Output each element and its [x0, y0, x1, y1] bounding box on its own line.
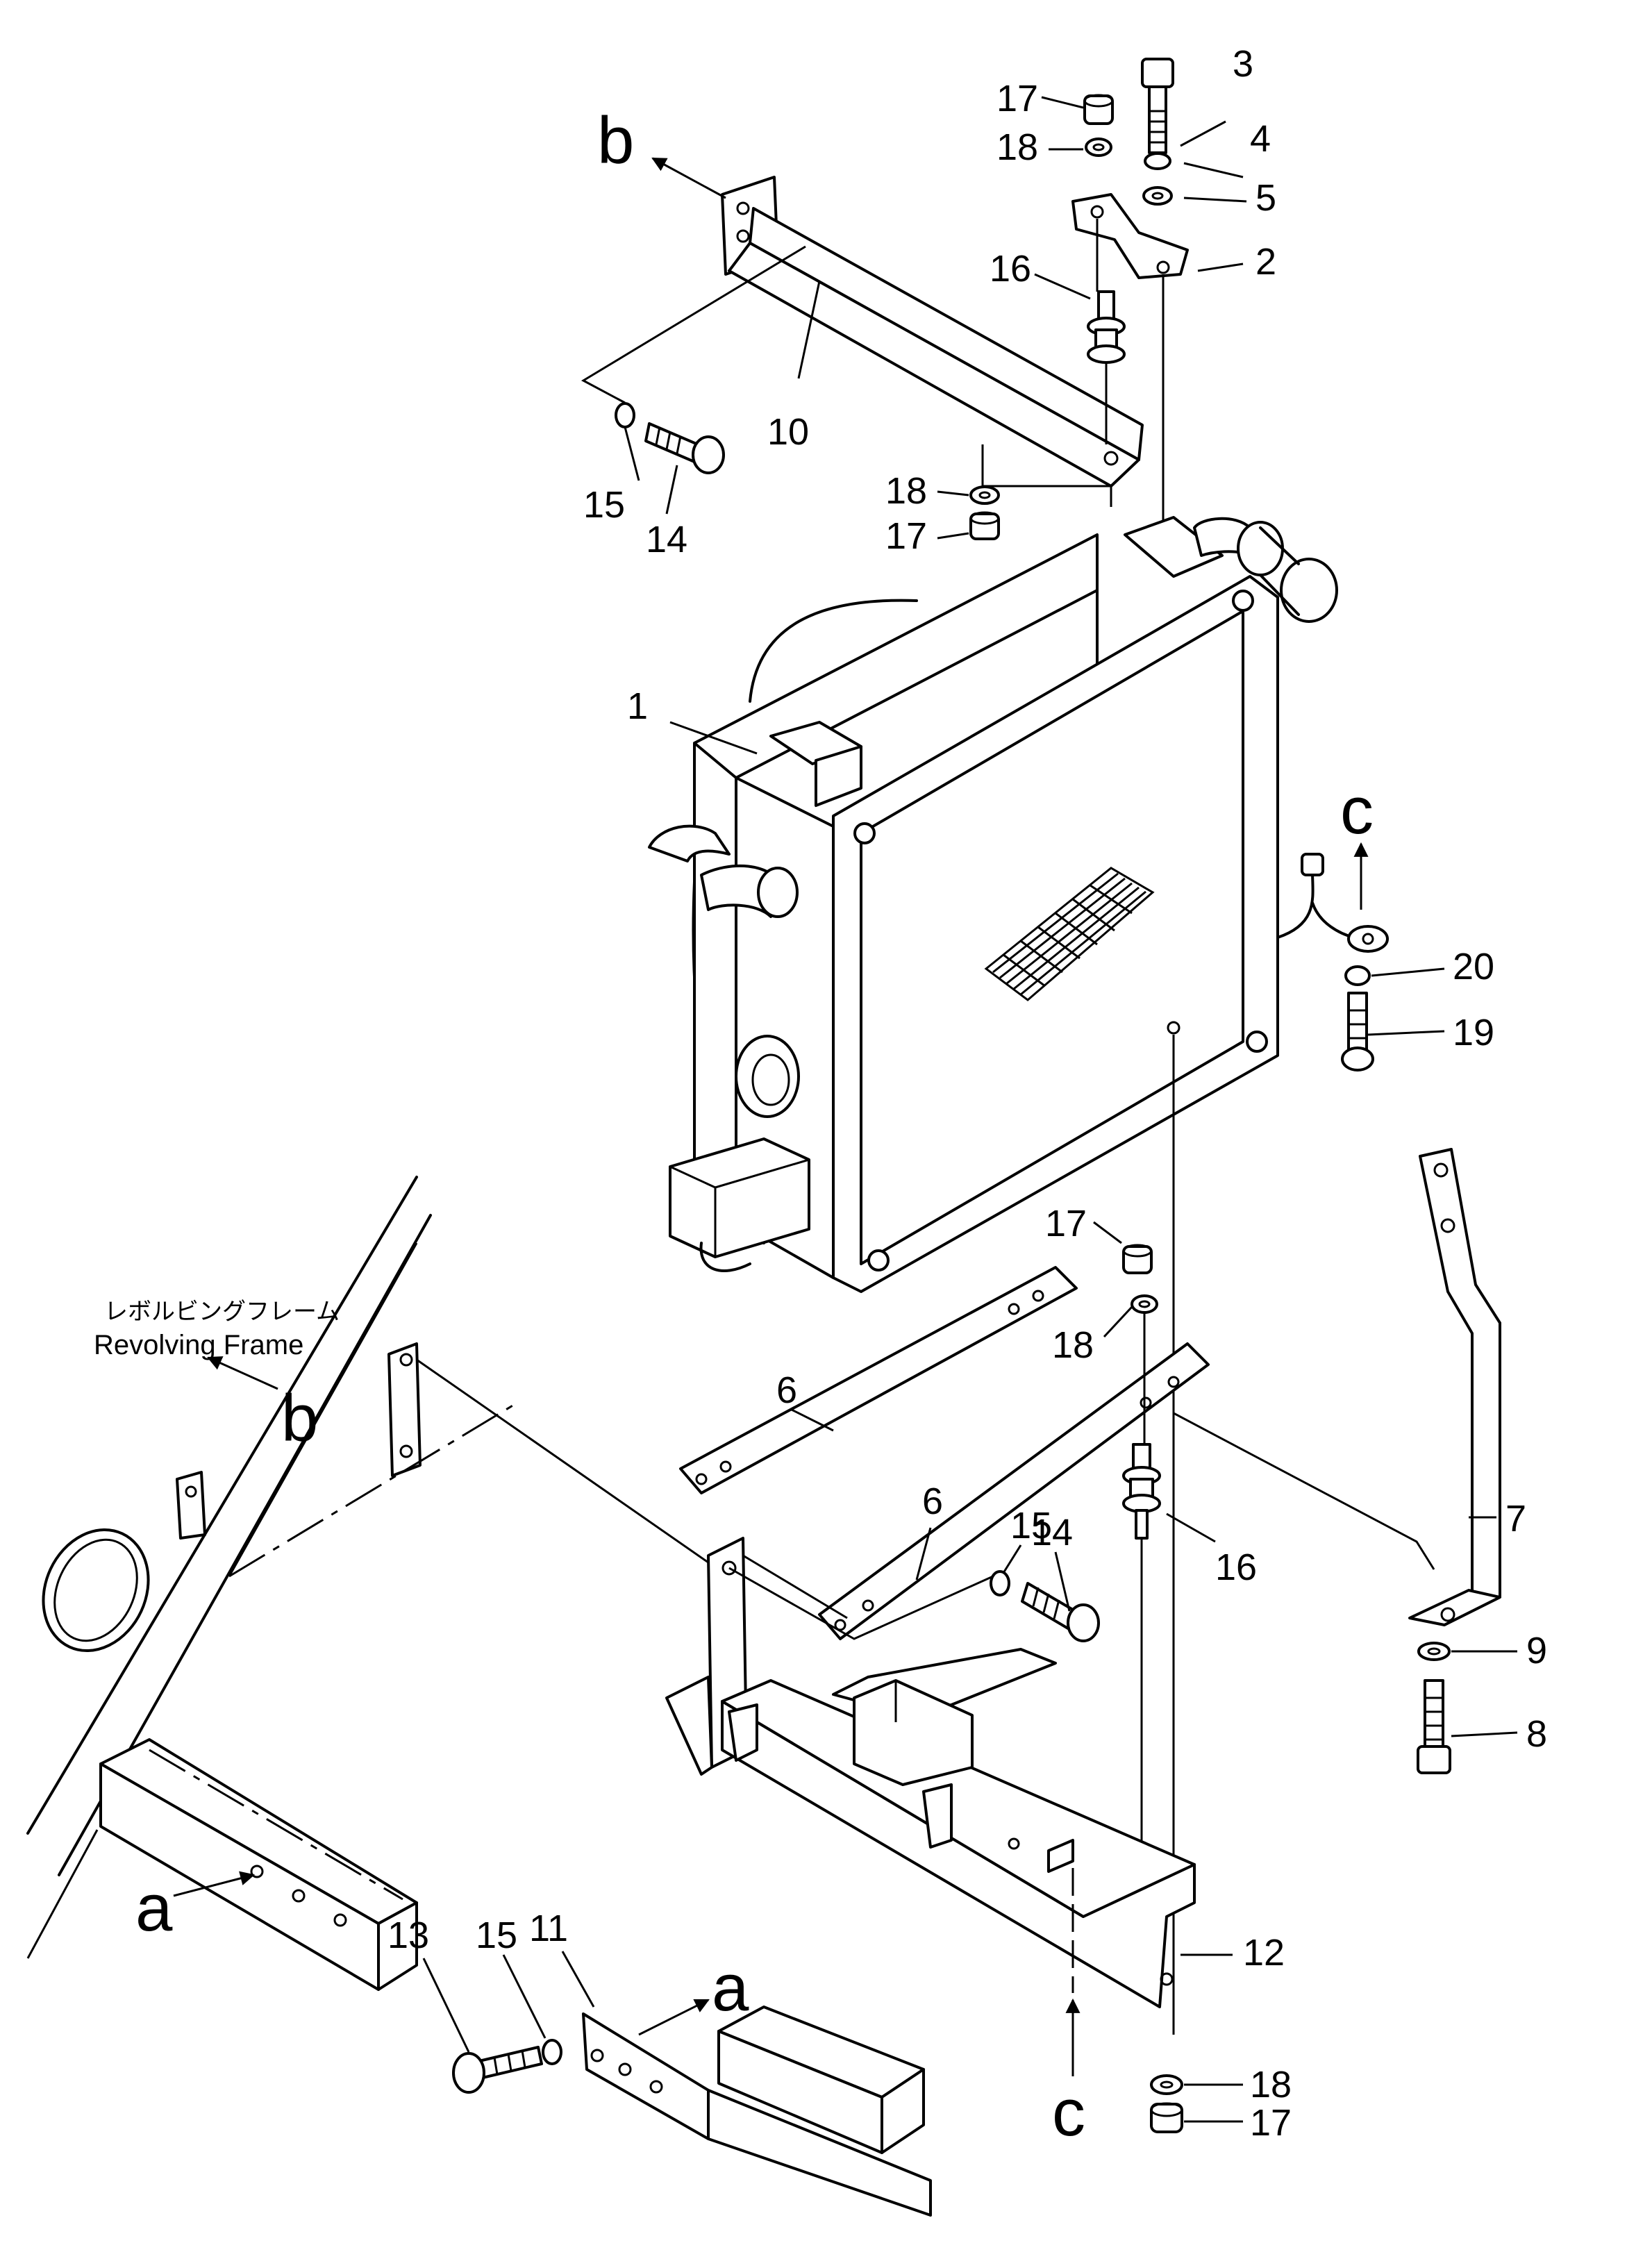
radiator-assembly-part-1	[648, 516, 1389, 2035]
ref-letter-c-bottom: c	[1052, 2076, 1085, 2150]
label-part-11: 11	[529, 1908, 568, 1949]
label-part-10: 10	[767, 411, 809, 453]
washer-part-18-bottom	[1150, 2074, 1183, 2095]
nut-part-17-top	[1083, 94, 1114, 125]
label-part-20: 20	[1453, 946, 1494, 987]
label-part-18c: 18	[1052, 1324, 1094, 1366]
label-part-17a: 17	[996, 78, 1038, 119]
bolt-part-14-lower	[1021, 1582, 1100, 1642]
plate-part-6-upper	[679, 1266, 1078, 1494]
label-part-18d: 18	[1250, 2064, 1292, 2106]
reference-letters: b c b a a c	[135, 103, 1374, 2150]
label-part-18a: 18	[996, 126, 1038, 168]
washer-part-9	[1417, 1642, 1451, 1661]
bracket-part-11	[582, 2006, 932, 2217]
ref-letter-b-top: b	[597, 103, 634, 178]
washer-part-15-upper	[615, 402, 635, 428]
ref-letter-a-bracket: a	[712, 1951, 749, 2025]
bolt-part-8	[1417, 1679, 1451, 1774]
core-mesh	[984, 867, 1155, 1001]
label-part-18b: 18	[885, 470, 927, 512]
bolt-part-3	[1141, 58, 1174, 154]
bolt-part-13	[452, 2046, 543, 2094]
revolving-frame-note: レボルビングフレーム Revolving Frame	[94, 1299, 340, 1360]
label-part-5: 5	[1255, 177, 1276, 219]
label-part-17c: 17	[1045, 1203, 1087, 1244]
washer-part-20	[1344, 965, 1371, 986]
nut-part-17-center	[1122, 1244, 1153, 1274]
screw-part-19	[1341, 992, 1374, 1072]
label-part-16a: 16	[990, 248, 1031, 290]
bracket-part-2	[1071, 193, 1189, 542]
washer-part-15-lower	[542, 2039, 562, 2065]
part-labels: 1 2 3 4 5 6 6 7 8 9 10 11 12 13 14 14 15…	[387, 43, 1547, 2144]
ref-letter-a-left: a	[135, 1871, 173, 1945]
label-part-6a: 6	[776, 1369, 797, 1411]
label-part-6b: 6	[922, 1481, 943, 1522]
bolt-part-14-upper	[644, 422, 725, 474]
label-part-15a: 15	[583, 484, 625, 526]
washer-part-15-mid	[990, 1570, 1010, 1596]
washer-part-5	[1142, 186, 1173, 206]
ref-letter-b-left: b	[281, 1381, 318, 1456]
label-part-19: 19	[1453, 1012, 1494, 1053]
label-part-12: 12	[1243, 1932, 1285, 1974]
label-part-3: 3	[1233, 43, 1253, 85]
label-part-1: 1	[627, 685, 648, 727]
reference-arrows	[173, 157, 1369, 2076]
ref-letter-c-top: c	[1340, 774, 1374, 848]
washer-part-18-top	[1085, 137, 1112, 157]
upper-bracket-part-10	[721, 176, 1144, 507]
washer-part-18-center	[1130, 1294, 1158, 1314]
label-part-14b: 14	[1031, 1512, 1073, 1553]
nut-part-17-bottom	[1150, 2102, 1183, 2133]
frame-note-japanese: レボルビングフレーム	[104, 1299, 340, 1325]
spring-washer-part-4	[1144, 152, 1171, 170]
frame-note-english: Revolving Frame	[94, 1330, 303, 1360]
washer-part-18-mid	[969, 485, 1000, 505]
label-part-15b: 15	[1010, 1505, 1052, 1546]
label-part-4: 4	[1250, 118, 1271, 160]
mount-cushion-16-upper	[1087, 290, 1126, 444]
label-part-17b: 17	[885, 515, 927, 557]
revolving-frame	[26, 1176, 709, 1991]
label-part-17d: 17	[1250, 2102, 1292, 2144]
nut-part-17-mid	[969, 511, 1000, 540]
label-part-15c: 15	[476, 1915, 517, 1956]
leader-lines	[422, 96, 1518, 2123]
stay-part-7	[1172, 1148, 1501, 1626]
label-part-7: 7	[1505, 1498, 1526, 1540]
label-part-16b: 16	[1215, 1546, 1257, 1588]
label-part-14a: 14	[646, 519, 687, 560]
label-part-13: 13	[387, 1915, 429, 1956]
label-part-2: 2	[1255, 241, 1276, 283]
label-part-8: 8	[1526, 1713, 1547, 1755]
mount-cushion-16-lower	[1122, 1312, 1161, 1896]
label-part-9: 9	[1526, 1630, 1547, 1671]
mounting-frame-part-12	[665, 1537, 1196, 2008]
